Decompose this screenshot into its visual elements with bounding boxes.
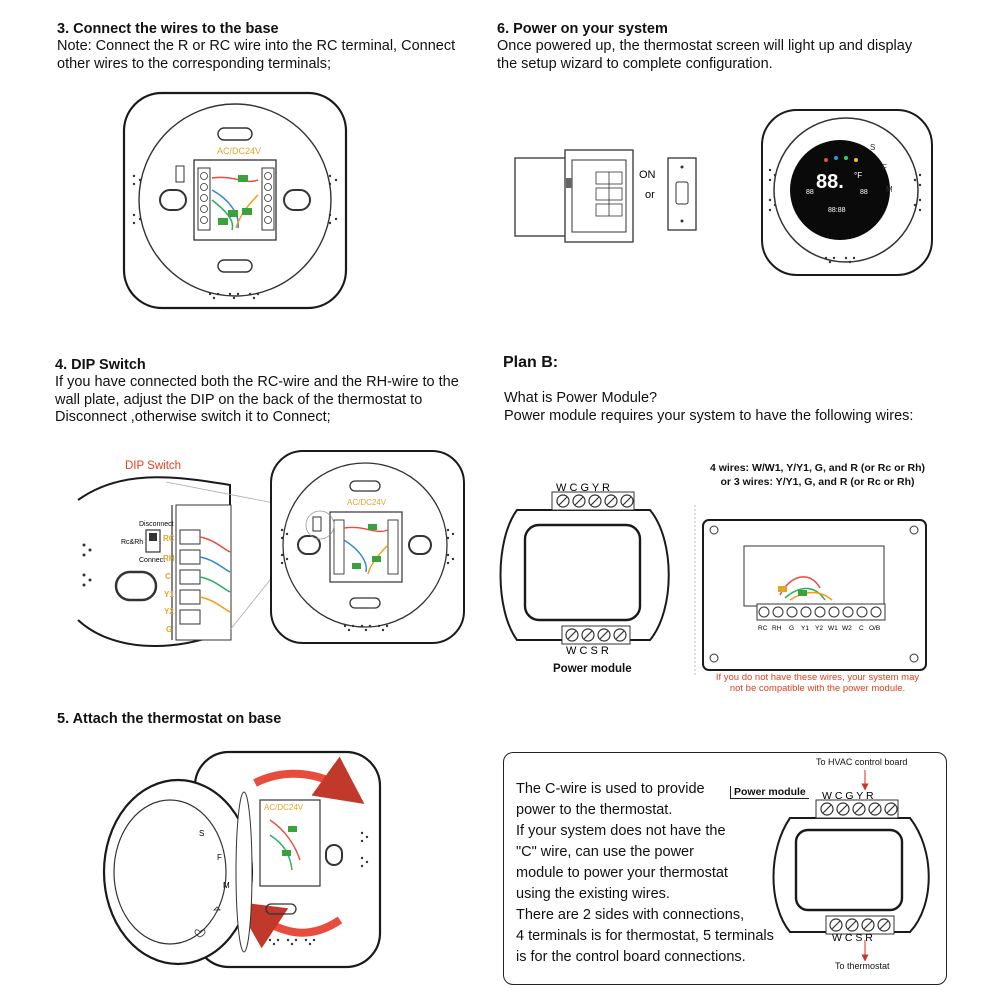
step4-base-voltage-label: AC/DC24V (347, 498, 387, 507)
cwire-line: power to the thermostat. (516, 802, 673, 818)
dip-connect-label: Connect (139, 557, 165, 564)
step5-title: 5. Attach the thermostat on base (57, 711, 282, 727)
svg-text:88.: 88. (816, 171, 844, 193)
step6-line2: the setup wizard to complete configurati… (497, 55, 773, 72)
step6-title: 6. Power on your system (497, 21, 668, 37)
power-module-top-terminals: W C G Y R (556, 482, 610, 494)
step6-line1: Once powered up, the thermostat screen w… (497, 38, 913, 54)
step5-base-voltage-label: AC/DC24V (264, 803, 304, 812)
board-terminal-label: C (859, 625, 864, 632)
control-board-diagram (702, 519, 927, 671)
dip-terminal-label: Y1 (164, 590, 174, 599)
cwire-info-box (503, 752, 947, 985)
cwire-bottom-terminals: W C S R (832, 932, 873, 944)
step3-text: Note: Connect the R or RC wire into the … (57, 38, 455, 73)
cwire-text: The C-wire is used to provide power to t… (516, 779, 774, 968)
step3-line2: other wires to the corresponding termina… (57, 55, 332, 72)
dip-terminal-labels: RC RH C Y1 Y2 G (163, 534, 175, 634)
power-or-label: or (645, 189, 655, 201)
thermostat-s-button: S (199, 829, 204, 838)
to-thermostat-label: To thermostat (835, 961, 890, 971)
board-terminal-label: O/B (869, 625, 880, 632)
power-module-caption: Power module (553, 663, 632, 675)
step4-title: 4. DIP Switch (55, 357, 146, 373)
svg-text:F: F (882, 163, 887, 172)
board-terminal-label: Y2 (815, 625, 823, 632)
cwire-line: The C-wire is used to provide (516, 781, 705, 797)
step3-line1: Note: Connect the R or RC wire into the … (57, 38, 456, 54)
step5-thermostat-front: S F M (102, 778, 254, 966)
planb-text: What is Power Module? Power module requi… (504, 390, 913, 425)
compat-warning: If you do not have these wires, your sys… (705, 672, 930, 694)
planb-wires-4: 4 wires: W/W1, Y/Y1, G, and R (or Rc or … (709, 462, 926, 474)
cwire-line: 4 terminals is for thermostat, 5 termina… (516, 928, 774, 944)
cwire-line: If your system does not have the (516, 823, 726, 839)
step4-base-plate: AC/DC24V (270, 450, 465, 644)
planb-title: Plan B: (503, 354, 559, 371)
dip-disconnect-label: Disconnect (139, 521, 174, 528)
board-terminal-labels: RC RH G Y1 Y2 W1 W2 C O/B (758, 625, 880, 632)
svg-text:88: 88 (860, 189, 868, 196)
step4-text: If you have connected both the RC-wire a… (55, 374, 459, 427)
planb-line2: Power module requires your system to hav… (504, 407, 914, 424)
svg-text:M: M (886, 185, 893, 194)
step4-line1: If you have connected both the RC-wire a… (55, 374, 459, 390)
compat-warning-line2: not be compatible with the power module. (729, 683, 906, 694)
cwire-line: "C" wire, can use the power (516, 844, 694, 860)
cwire-line: module to power your thermostat (516, 865, 728, 881)
cwire-line: There are 2 sides with connections, (516, 907, 745, 923)
board-terminal-label: W1 (828, 625, 838, 632)
svg-text:88: 88 (806, 189, 814, 196)
compat-warning-line1: If you do not have these wires, your sys… (715, 672, 920, 683)
thermostat-display: 88. °F 88 88 88:88 S F M (761, 109, 933, 276)
power-module-bottom-terminals: W C S R (566, 645, 609, 657)
to-hvac-label: To HVAC control board (816, 757, 908, 767)
thermostat-m-button: M (223, 881, 230, 890)
dip-terminal-label: RC (163, 534, 175, 543)
dip-terminal-label: C (165, 572, 171, 581)
cwire-top-terminals: W C G Y R (822, 790, 874, 802)
board-terminal-label: RH (772, 625, 782, 632)
power-module-diagram (499, 491, 670, 645)
svg-text:88:88: 88:88 (828, 207, 846, 214)
step3-title: 3. Connect the wires to the base (57, 21, 279, 37)
planb-line1: What is Power Module? (504, 390, 658, 406)
dip-switch-label: DIP Switch (125, 460, 182, 472)
cwire-line: using the existing wires. (516, 886, 670, 902)
board-terminal-label: Y1 (801, 625, 809, 632)
cwire-line: is for the control board connections. (516, 949, 746, 965)
power-on-label: ON (639, 169, 656, 181)
step4-line2: wall plate, adjust the DIP on the back o… (55, 391, 423, 408)
planb-wires: 4 wires: W/W1, Y/Y1, G, and R (or Rc or … (700, 461, 935, 489)
dip-terminal-label: RH (163, 554, 175, 563)
step6-text: Once powered up, the thermostat screen w… (497, 38, 912, 73)
step3-base-plate: AC/DC24V (122, 91, 348, 310)
breaker-panel (514, 149, 634, 243)
svg-text:°F: °F (854, 171, 862, 180)
thermostat-f-button: F (217, 853, 222, 862)
dip-terminal-label: G (166, 625, 172, 634)
board-terminal-label: RC (758, 625, 768, 632)
board-terminal-label: G (789, 625, 794, 632)
cwire-power-module (772, 770, 930, 962)
step3-base-voltage-label: AC/DC24V (217, 146, 261, 156)
power-module-tag: Power module (730, 786, 809, 799)
wall-switch (667, 157, 697, 231)
planb-wires-3: or 3 wires: Y/Y1, G, and R (or Rc or Rh) (720, 476, 915, 488)
dip-terminal-label: Y2 (164, 607, 174, 616)
svg-text:S: S (870, 143, 875, 152)
dip-rcrh-label: Rc&Rh (121, 539, 143, 546)
board-terminal-label: W2 (842, 625, 852, 632)
dip-switch-zoom (77, 476, 311, 648)
step4-line3: Disconnect ,otherwise switch it to Conne… (55, 409, 331, 425)
